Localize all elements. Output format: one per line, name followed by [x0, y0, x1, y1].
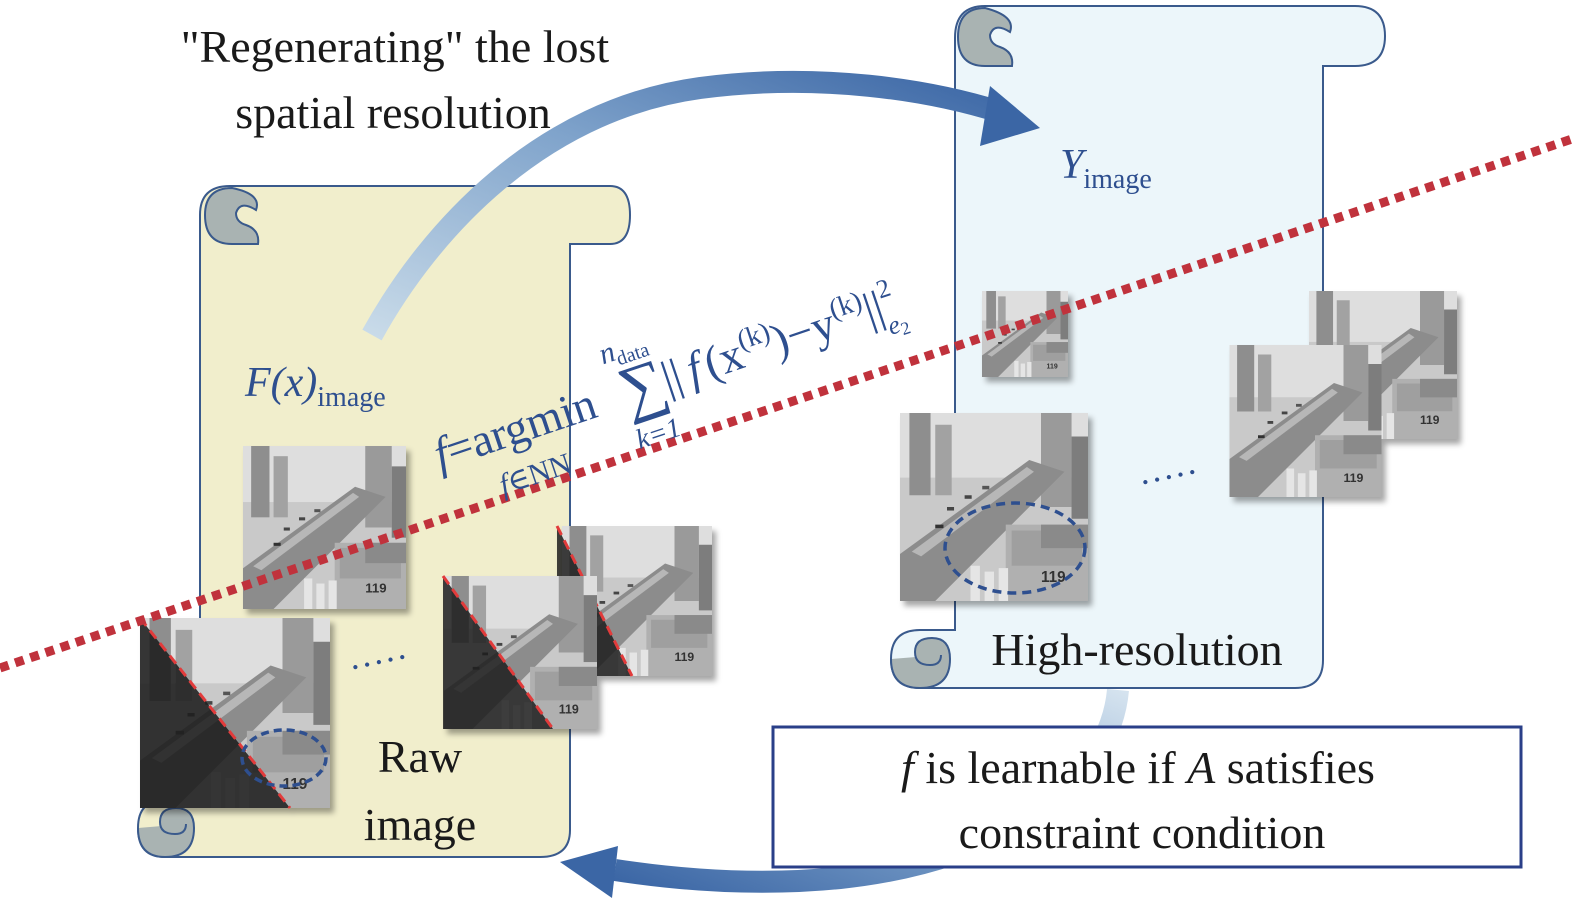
condition-box: [771, 725, 1523, 869]
hr-thumbnail-small: [982, 291, 1068, 377]
svg-text:||f(x(k))−y(k)||2e2: ||f(x(k))−y(k)||2e2: [653, 271, 913, 416]
regenerate-arrowhead-icon: [980, 86, 1040, 146]
hr-caption: High-resolution: [991, 624, 1282, 675]
raw-thumbnail-stack: [441, 525, 712, 730]
raw-thumbnail-top: [243, 446, 406, 609]
dotted-divider-line: [0, 133, 1575, 673]
feedback-arrowhead-icon: [560, 846, 618, 898]
raw-image-label: F(x)image: [244, 360, 386, 413]
hr-image-label: Yimage: [1060, 142, 1152, 195]
right-top-curl-icon: [956, 6, 1014, 67]
regenerate-arrow: [362, 70, 1004, 341]
hr-thumbnail-large: [900, 413, 1088, 601]
raw-caption-line1: Raw: [378, 731, 463, 782]
right-bottom-curl-icon: [890, 636, 952, 690]
raw-caption-line2: image: [364, 799, 476, 850]
condition-line1: f is learnable if A satisfies: [901, 742, 1375, 793]
heading-line1: "Regenerating" the lost: [181, 21, 610, 72]
raw-thumbnail-masked: [138, 617, 330, 809]
left-top-curl-icon: [203, 186, 260, 245]
heading-line2: spatial resolution: [235, 87, 551, 138]
condition-line2: constraint condition: [959, 807, 1326, 858]
